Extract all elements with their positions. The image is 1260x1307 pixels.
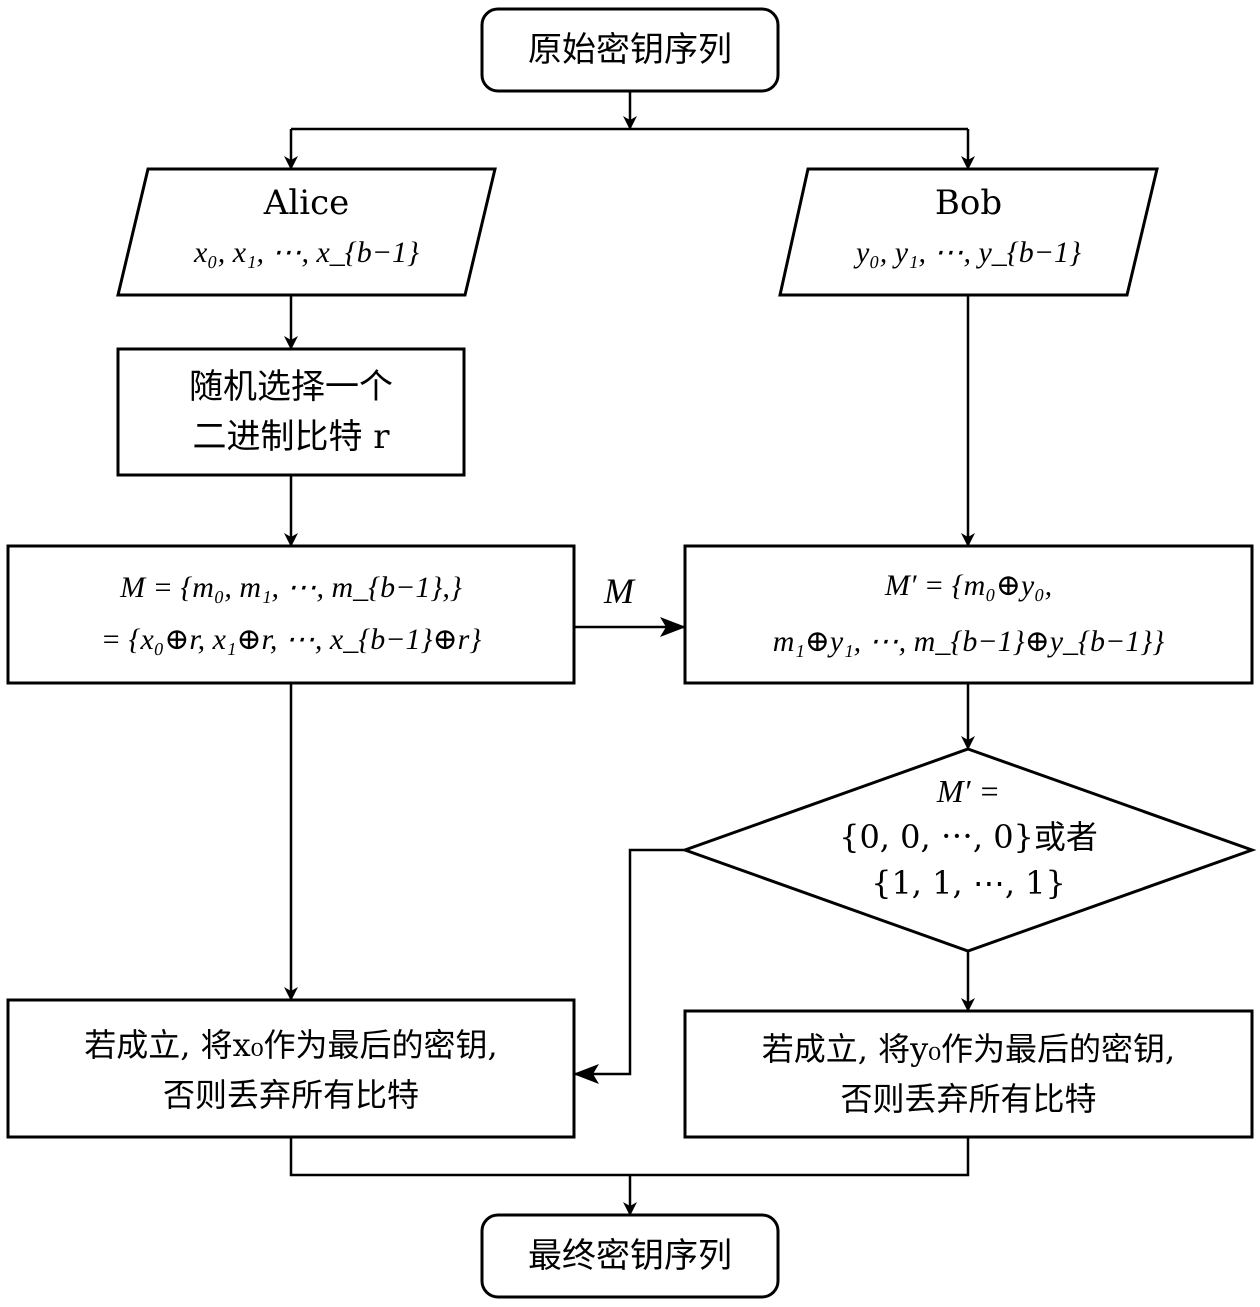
start-node-label: 原始密钥序列 bbox=[528, 30, 732, 70]
bob-result-node: 若成立, 将y₀作为最后的密钥, 否则丢弃所有比特 bbox=[685, 1024, 1252, 1124]
random-bit-line2: 二进制比特 r bbox=[192, 417, 390, 457]
decision-node: M′ = {0, 0, ⋯, 0}或者 {1, 1, ⋯, 1} bbox=[685, 768, 1252, 906]
end-node-label: 最终密钥序列 bbox=[528, 1236, 732, 1276]
alice-result-node: 若成立, 将x₀作为最后的密钥, 否则丢弃所有比特 bbox=[8, 1020, 574, 1120]
alice-node-shape bbox=[116, 167, 497, 297]
bob-result-line1: 若成立, 将y₀作为最后的密钥, bbox=[761, 1030, 1176, 1068]
decision-line1: M′ = bbox=[936, 773, 1001, 809]
edge-merge-bar bbox=[289, 1137, 970, 1177]
m-prime-line1: M′ = {m₀⊕y₀, bbox=[884, 569, 1053, 602]
alice-node: Alice x₀, x₁, ⋯, x_{b−1} bbox=[118, 178, 495, 278]
decision-line3: {1, 1, ⋯, 1} bbox=[871, 864, 1066, 902]
random-bit-node: 随机选择一个 二进制比特 r bbox=[118, 362, 464, 462]
bob-result-line2: 否则丢弃所有比特 bbox=[840, 1080, 1097, 1118]
m-transfer-label: M bbox=[604, 571, 634, 611]
m-set-line1: M = {m₀, m₁, ⋯, m_{b−1},} bbox=[120, 571, 462, 604]
end-node: 最终密钥序列 bbox=[482, 1215, 778, 1297]
start-node: 原始密钥序列 bbox=[482, 9, 778, 91]
bob-node-shape bbox=[778, 167, 1159, 297]
m-prime-line2: m₁⊕y₁, ⋯, m_{b−1}⊕y_{b−1}} bbox=[772, 625, 1165, 658]
random-bit-line1: 随机选择一个 bbox=[189, 367, 393, 407]
alice-sequence: x₀, x₁, ⋯, x_{b−1} bbox=[193, 236, 420, 269]
m-set-node: M = {m₀, m₁, ⋯, m_{b−1},} = {x₀⊕r, x₁⊕r,… bbox=[8, 562, 574, 666]
alice-title: Alice bbox=[263, 183, 350, 223]
alice-result-line1: 若成立, 将x₀作为最后的密钥, bbox=[84, 1026, 498, 1064]
edge-decision-to-alice-result bbox=[573, 848, 685, 1084]
decision-line2: {0, 0, ⋯, 0}或者 bbox=[839, 818, 1098, 856]
bob-title: Bob bbox=[934, 183, 1003, 223]
m-set-line2: = {x₀⊕r, x₁⊕r, ⋯, x_{b−1}⊕r} bbox=[100, 623, 482, 656]
bob-sequence: y₀, y₁, ⋯, y_{b−1} bbox=[855, 236, 1082, 269]
bob-node: Bob y₀, y₁, ⋯, y_{b−1} bbox=[780, 178, 1157, 278]
m-prime-node: M′ = {m₀⊕y₀, m₁⊕y₁, ⋯, m_{b−1}⊕y_{b−1}} bbox=[685, 558, 1252, 670]
alice-result-line2: 否则丢弃所有比特 bbox=[162, 1076, 419, 1114]
